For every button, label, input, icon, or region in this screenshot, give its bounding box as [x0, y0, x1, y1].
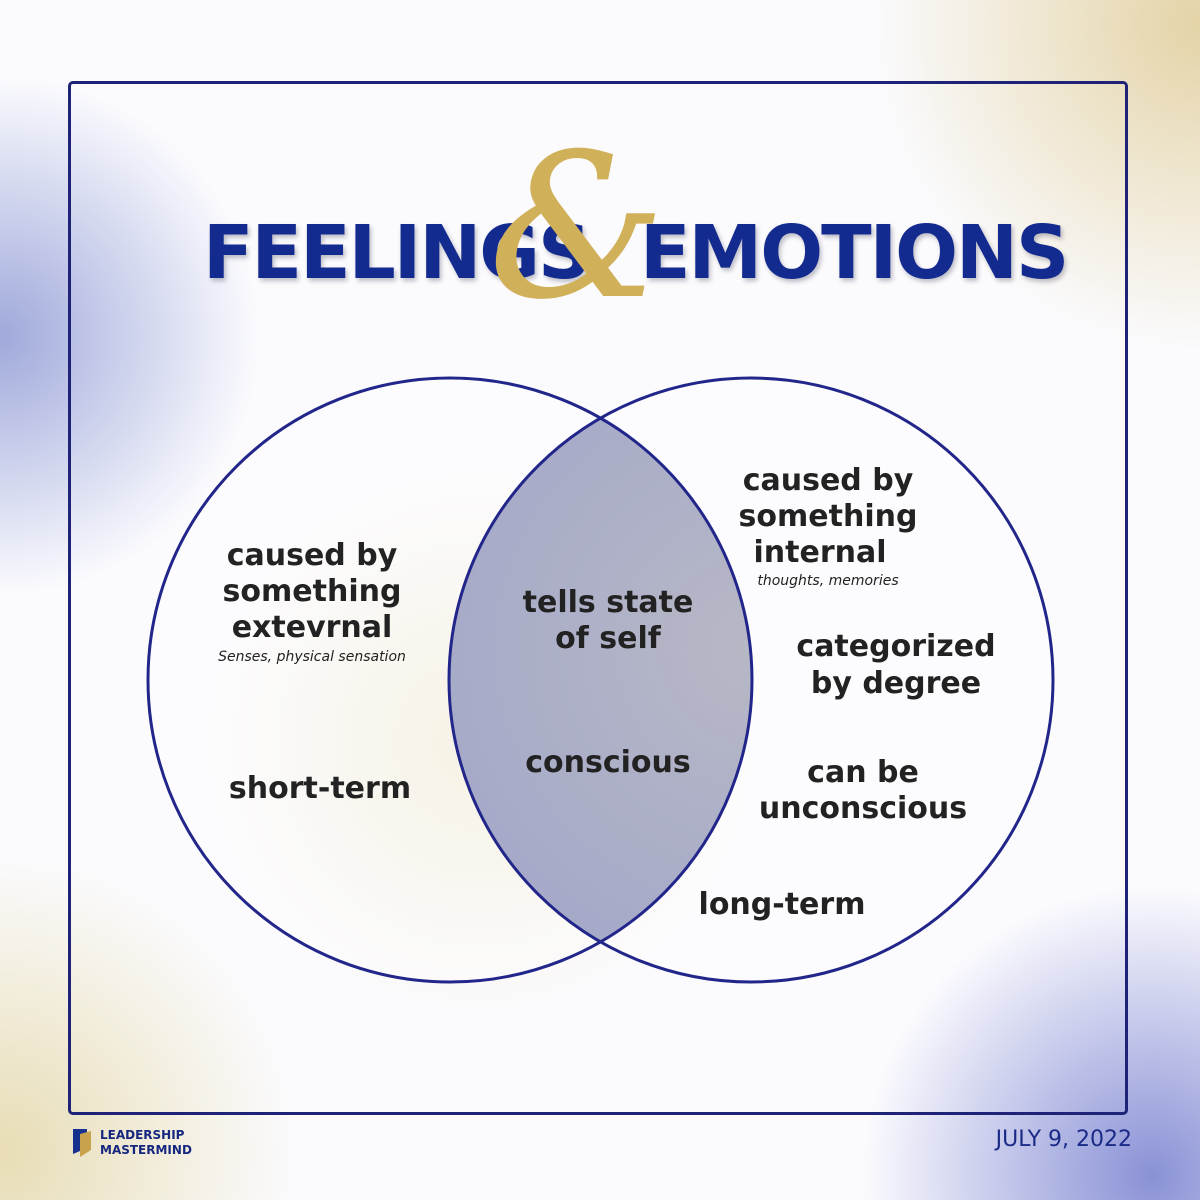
left-duration: short-term — [228, 771, 412, 806]
logo-text-line-2: MASTERMIND — [100, 1143, 192, 1157]
ampersand: & — [488, 111, 667, 344]
right-degree-line-1: categorized — [796, 629, 996, 664]
logo-mark-icon — [73, 1129, 91, 1157]
border-frame — [68, 81, 1128, 1115]
overlap-item-2: conscious — [525, 745, 691, 780]
brand-logo: LEADERSHIP MASTERMIND — [72, 1128, 192, 1158]
left-cause-line-1: caused by — [226, 538, 398, 573]
date-label: JULY 9, 2022 — [995, 1127, 1132, 1152]
right-circle — [447, 376, 1055, 984]
right-cause-line-3: internal — [753, 535, 887, 570]
left-cause-note: Senses, physical sensation — [218, 649, 406, 665]
left-circle — [146, 376, 754, 984]
right-duration: long-term — [698, 887, 866, 922]
title-feelings: FEELINGS — [203, 210, 591, 296]
right-degree-line-2: by degree — [810, 666, 982, 701]
title-emotions: EMOTIONS — [640, 210, 1069, 296]
right-cause-line-1: caused by — [742, 463, 914, 498]
overlap-item-1-line-2: of self — [555, 621, 661, 656]
left-cause-line-2: something — [222, 574, 402, 609]
logo-text-line-1: LEADERSHIP — [100, 1128, 185, 1142]
right-cause-note: thoughts, memories — [757, 573, 899, 589]
right-cause-line-2: something — [738, 499, 918, 534]
overlap-item-1-line-1: tells state — [522, 585, 694, 620]
right-conscious-line-1: can be — [807, 755, 919, 790]
left-cause-line-3: extevrnal — [231, 610, 393, 645]
right-conscious-line-2: unconscious — [758, 791, 968, 826]
